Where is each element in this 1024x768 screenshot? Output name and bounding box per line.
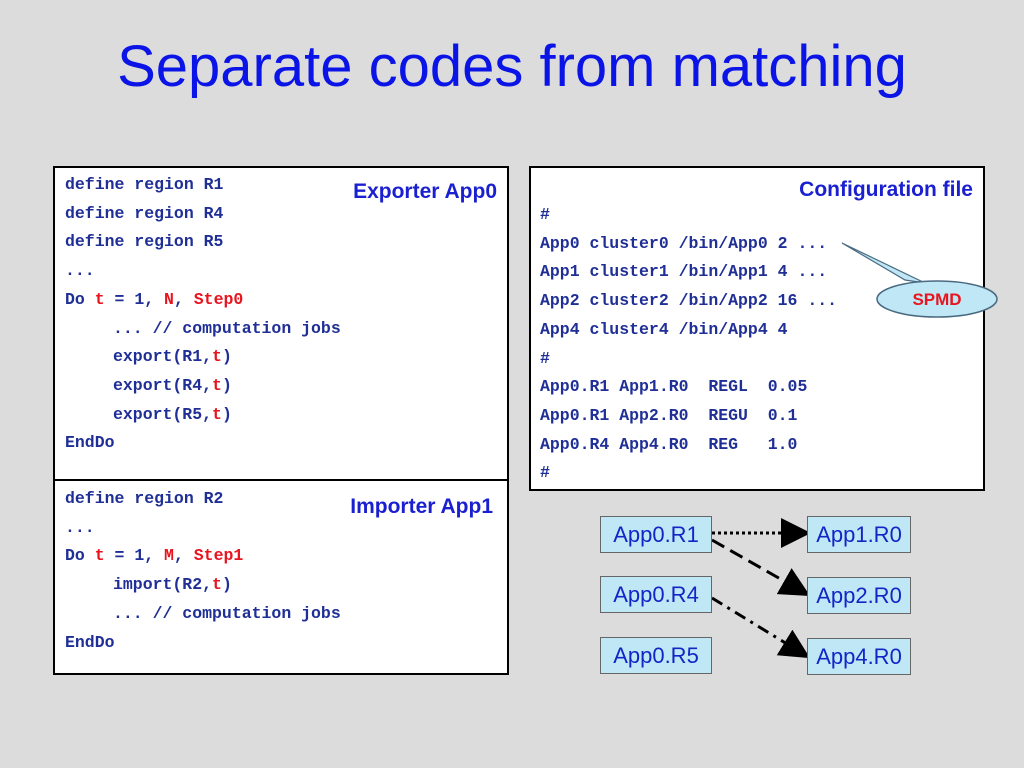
code-token-highlight: Step1 bbox=[193, 546, 244, 566]
code-token: , bbox=[173, 289, 194, 309]
code-line: # bbox=[540, 345, 837, 374]
code-line: Do t = 1, N, Step0 bbox=[65, 286, 341, 315]
exporter-code: define region R1 define region R4 define r… bbox=[65, 171, 341, 458]
code-token: App4 cluster4 /bin/App4 4 bbox=[540, 319, 788, 339]
code-token: App0.R1 App1.R0 REGL 0.05 bbox=[540, 377, 808, 397]
code-token: define region R1 bbox=[65, 175, 224, 194]
code-line: ... bbox=[65, 257, 341, 286]
config-code: # App0 cluster0 /bin/App0 2 ... App1 clust… bbox=[540, 201, 837, 488]
arrow-r4-to-app4 bbox=[711, 596, 811, 659]
code-line: define region R5 bbox=[65, 228, 341, 257]
code-token: EndDo bbox=[65, 632, 115, 652]
code-token-highlight: t bbox=[212, 575, 222, 595]
node-app4-r0: App4.R0 bbox=[807, 638, 911, 675]
code-token: define region R4 bbox=[65, 203, 224, 223]
code-token: App0.R4 App4.R0 REG 1.0 bbox=[540, 434, 798, 454]
code-token: ... bbox=[65, 517, 95, 537]
code-token: EndDo bbox=[65, 433, 115, 453]
config-panel: Configuration file # App0 cluster0 /bin/A… bbox=[529, 166, 985, 491]
node-app2-r0: App2.R0 bbox=[807, 577, 911, 614]
code-line: App0.R1 App2.R0 REGU 0.1 bbox=[540, 402, 837, 431]
code-token: ... // computation jobs bbox=[113, 603, 341, 623]
code-token: Do bbox=[65, 289, 95, 309]
code-token: ) bbox=[221, 375, 232, 395]
arrow-r1-to-app2 bbox=[711, 538, 811, 596]
code-line: App4 cluster4 /bin/App4 4 bbox=[540, 316, 837, 345]
code-token: ) bbox=[221, 575, 232, 595]
code-line: EndDo bbox=[65, 429, 341, 458]
exporter-heading: Exporter App0 bbox=[353, 180, 497, 203]
code-token: define region R2 bbox=[65, 489, 224, 508]
importer-heading: Importer App1 bbox=[350, 495, 493, 518]
importer-panel: Importer App1 define region R2... Do t = … bbox=[53, 479, 509, 675]
code-line: App2 cluster2 /bin/App2 16 ... bbox=[540, 287, 837, 316]
code-token: ... bbox=[65, 261, 95, 281]
node-app0-r4: App0.R4 bbox=[600, 576, 712, 613]
code-token: Do bbox=[65, 546, 95, 566]
code-token-highlight: N bbox=[164, 289, 174, 309]
code-line: export(R5,t) bbox=[65, 401, 341, 430]
code-token: App0.R1 App2.R0 REGU 0.1 bbox=[540, 405, 798, 425]
code-line: import(R2,t) bbox=[65, 571, 341, 600]
code-line: export(R4,t) bbox=[65, 372, 341, 401]
code-token: , bbox=[173, 546, 194, 566]
code-token-highlight: M bbox=[164, 546, 174, 566]
code-line: App0.R4 App4.R0 REG 1.0 bbox=[540, 431, 837, 460]
code-line: ... // computation jobs bbox=[65, 315, 341, 344]
code-token: # bbox=[540, 348, 550, 368]
code-line: EndDo bbox=[65, 629, 341, 658]
code-token: ... // computation jobs bbox=[113, 318, 341, 338]
code-token-highlight: t bbox=[212, 404, 222, 424]
code-token-highlight: t bbox=[212, 347, 222, 367]
code-token: import(R2, bbox=[113, 575, 213, 595]
code-line: App1 cluster1 /bin/App1 4 ... bbox=[540, 258, 837, 287]
node-app0-r5: App0.R5 bbox=[600, 637, 712, 674]
slide-title: Separate codes from matching bbox=[117, 34, 907, 99]
code-token-highlight: t bbox=[94, 289, 105, 309]
code-line: # bbox=[540, 459, 837, 488]
code-token-highlight: t bbox=[212, 375, 222, 395]
code-line: App0 cluster0 /bin/App0 2 ... bbox=[540, 230, 837, 259]
code-token: # bbox=[540, 205, 550, 224]
code-token: App2 cluster2 /bin/App2 16 ... bbox=[540, 291, 838, 311]
code-line: define region R4 bbox=[65, 200, 341, 229]
code-line: ... // computation jobs bbox=[65, 600, 341, 629]
code-token: ) bbox=[221, 347, 232, 367]
code-token: App0 cluster0 /bin/App0 2 ... bbox=[540, 233, 828, 253]
code-line: define region R2 bbox=[65, 485, 341, 514]
code-token-highlight: t bbox=[94, 546, 105, 566]
code-token: = 1, bbox=[104, 546, 165, 566]
code-line: define region R1 bbox=[65, 171, 341, 200]
code-token: export(R5, bbox=[113, 404, 213, 424]
code-token-highlight: Step0 bbox=[193, 289, 244, 309]
config-heading: Configuration file bbox=[799, 178, 973, 201]
code-line: # bbox=[540, 201, 837, 230]
node-app1-r0: App1.R0 bbox=[807, 516, 911, 553]
code-line: App0.R1 App1.R0 REGL 0.05 bbox=[540, 373, 837, 402]
code-token: ) bbox=[221, 404, 232, 424]
node-app0-r1: App0.R1 bbox=[600, 516, 712, 553]
spmd-callout-label: SPMD bbox=[912, 290, 962, 309]
code-token: # bbox=[540, 463, 550, 483]
code-token: export(R4, bbox=[113, 375, 213, 395]
code-token: App1 cluster1 /bin/App1 4 ... bbox=[540, 262, 828, 282]
code-line: Do t = 1, M, Step1 bbox=[65, 542, 341, 571]
code-token: define region R5 bbox=[65, 232, 224, 252]
code-token: = 1, bbox=[104, 289, 165, 309]
code-line: export(R1,t) bbox=[65, 343, 341, 372]
code-token: export(R1, bbox=[113, 347, 213, 367]
code-line: ... bbox=[65, 514, 341, 543]
